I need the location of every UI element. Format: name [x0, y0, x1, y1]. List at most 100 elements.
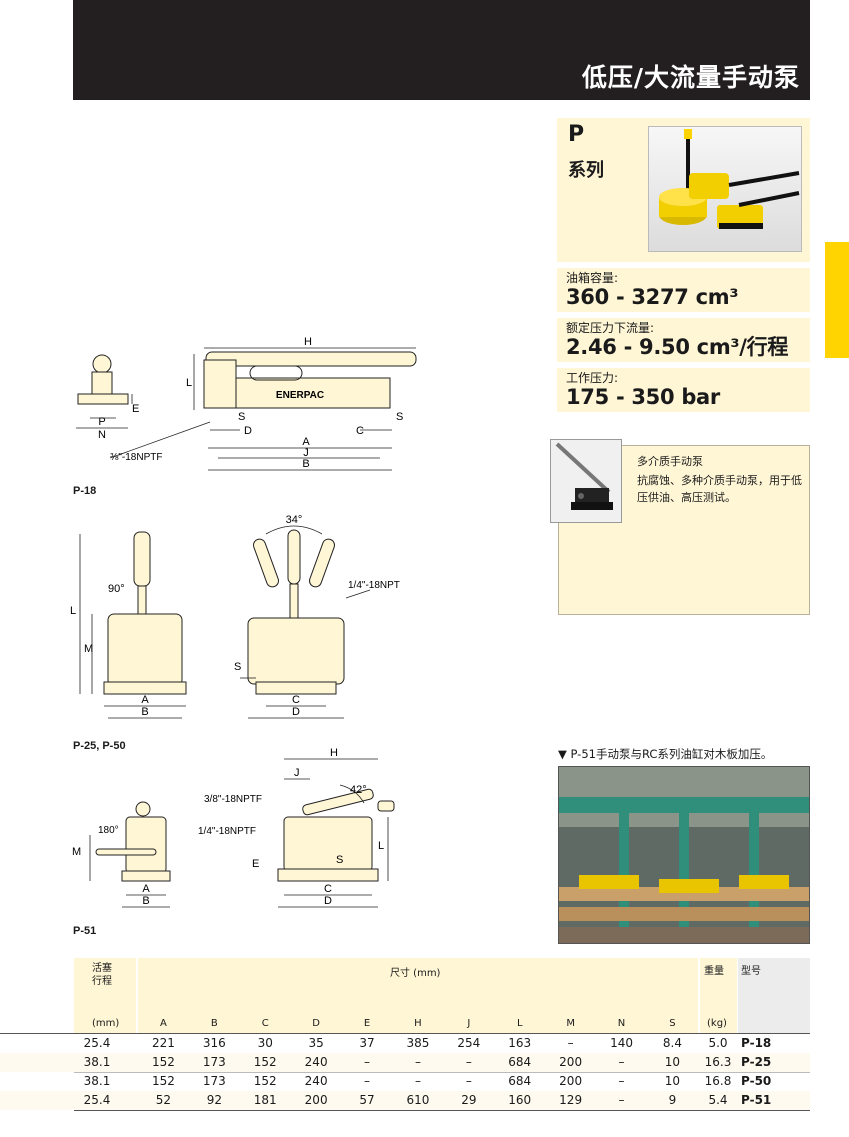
value-cell: 173 — [202, 1074, 226, 1088]
p25-caption: P-25, P-50 — [73, 740, 126, 752]
column-label: B — [210, 1018, 218, 1029]
value-cell: 173 — [202, 1055, 226, 1069]
spec-reservoir: 油箱容量: 360 - 3277 cm³ — [557, 268, 810, 312]
spec-label: 额定压力下流量: — [566, 321, 655, 335]
value-cell: 37 — [359, 1036, 375, 1050]
p25-front-base — [103, 681, 187, 695]
p18-label-p: P — [98, 416, 105, 428]
section-tab — [825, 242, 849, 358]
value-cell: 52 — [155, 1093, 172, 1107]
model-cell: P-50 — [741, 1074, 772, 1088]
p51-caption: P-51 — [73, 925, 97, 937]
p51-label-b: B — [142, 895, 149, 907]
p51-port2-label: 1/4"-18NPTF — [198, 826, 256, 837]
photo-caption: ▼ P-51手动泵与RC系列油缸对木板加压。 — [558, 747, 773, 761]
media-pump-photo — [550, 439, 622, 523]
p18-label-h: H — [304, 336, 312, 348]
p25-label-b: B — [141, 706, 148, 718]
p18-port-label: ⅜"-18NPTF — [110, 452, 162, 463]
spec-value: 175 - 350 bar — [566, 385, 720, 409]
p51-label-e: E — [252, 858, 259, 870]
p51-angle-180: 180° — [98, 825, 119, 836]
value-cell: 200 — [559, 1074, 583, 1088]
spec-label: 油箱容量: — [566, 271, 619, 285]
p51-label-a: A — [142, 883, 150, 895]
value-cell: 25.4 — [83, 1036, 111, 1050]
p18-label-d: D — [244, 425, 252, 437]
dim-header: 尺寸 (mm) — [390, 968, 441, 979]
p25-angle-34: 34° — [286, 514, 303, 526]
weight-unit: (kg) — [707, 1018, 727, 1029]
value-cell: 240 — [304, 1055, 328, 1069]
media-description: 抗腐蚀、多种介质手动泵，用于低压供油、高压测试。 — [637, 474, 802, 504]
p51-label-h: H — [330, 747, 338, 759]
value-cell: 5.4 — [708, 1093, 728, 1107]
value-cell: – — [414, 1074, 421, 1088]
stroke-unit: (mm) — [92, 1018, 120, 1029]
p25-label-c: C — [292, 694, 300, 706]
value-cell: 10 — [664, 1074, 681, 1088]
p25-side-body — [247, 617, 345, 685]
spec-value: 360 - 3277 cm³ — [566, 285, 739, 309]
value-cell: – — [364, 1055, 371, 1069]
p25-drawing: 90° 34° L M A B S C D 1/4"-18NPTF — [70, 514, 400, 719]
value-cell: 316 — [202, 1036, 226, 1050]
model-header: 型号 — [741, 966, 761, 977]
column-label: E — [363, 1018, 371, 1029]
weight-header-cell — [700, 958, 737, 1033]
value-cell: – — [618, 1074, 625, 1088]
value-cell: – — [567, 1036, 574, 1050]
value-cell: 152 — [253, 1074, 277, 1088]
value-cell: 57 — [359, 1093, 375, 1107]
table-divider — [0, 1033, 810, 1034]
model-cell: P-51 — [741, 1093, 772, 1107]
column-label: M — [566, 1018, 575, 1029]
p25-label-m: M — [84, 643, 93, 655]
p18-label-l: L — [186, 377, 192, 389]
p25-label-a: A — [141, 694, 149, 706]
p51-angle-42: 42° — [350, 784, 367, 796]
p18-label-n: N — [98, 429, 106, 441]
p18-label-c: C — [356, 425, 364, 437]
column-label: A — [160, 1018, 167, 1029]
series-letter: P — [568, 122, 585, 147]
value-cell: – — [618, 1055, 625, 1069]
model-cell: P-18 — [741, 1036, 772, 1050]
p51-label-j: J — [294, 767, 300, 779]
spec-pressure: 工作压力: 175 - 350 bar — [557, 368, 810, 412]
value-cell: 163 — [508, 1036, 532, 1050]
header-bar: 低压/大流量手动泵 — [73, 0, 810, 100]
application-illustration — [559, 767, 809, 943]
value-cell: 92 — [206, 1093, 222, 1107]
value-cell: 129 — [559, 1093, 583, 1107]
p18-label-e: E — [132, 403, 139, 415]
value-cell: 152 — [151, 1074, 175, 1088]
media-pump-illustration — [555, 442, 613, 510]
p25-label-l: L — [70, 605, 76, 617]
value-cell: – — [364, 1074, 371, 1088]
value-cell: – — [465, 1055, 472, 1069]
p18-reservoir — [209, 377, 391, 409]
p25-label-s: S — [234, 661, 241, 673]
column-label: J — [467, 1018, 471, 1029]
p18-label-a: A — [302, 436, 310, 448]
row-divider — [74, 1110, 810, 1111]
value-cell: 684 — [508, 1074, 532, 1088]
stroke-header-cell — [74, 958, 136, 1033]
value-cell: 35 — [308, 1036, 324, 1050]
value-cell: 385 — [406, 1036, 430, 1050]
p51-label-s: S — [336, 854, 343, 866]
series-word: 系列 — [568, 160, 604, 181]
p25-side-base — [255, 681, 337, 695]
value-cell: 38.1 — [83, 1074, 111, 1088]
value-cell: 200 — [559, 1055, 583, 1069]
p51-port1-label: 3/8"-18NPTF — [204, 794, 262, 805]
p18-side-base — [77, 393, 129, 405]
p25-port-label: 1/4"-18NPTF — [348, 580, 400, 591]
value-cell: 200 — [304, 1093, 328, 1107]
value-cell: 140 — [610, 1036, 633, 1050]
